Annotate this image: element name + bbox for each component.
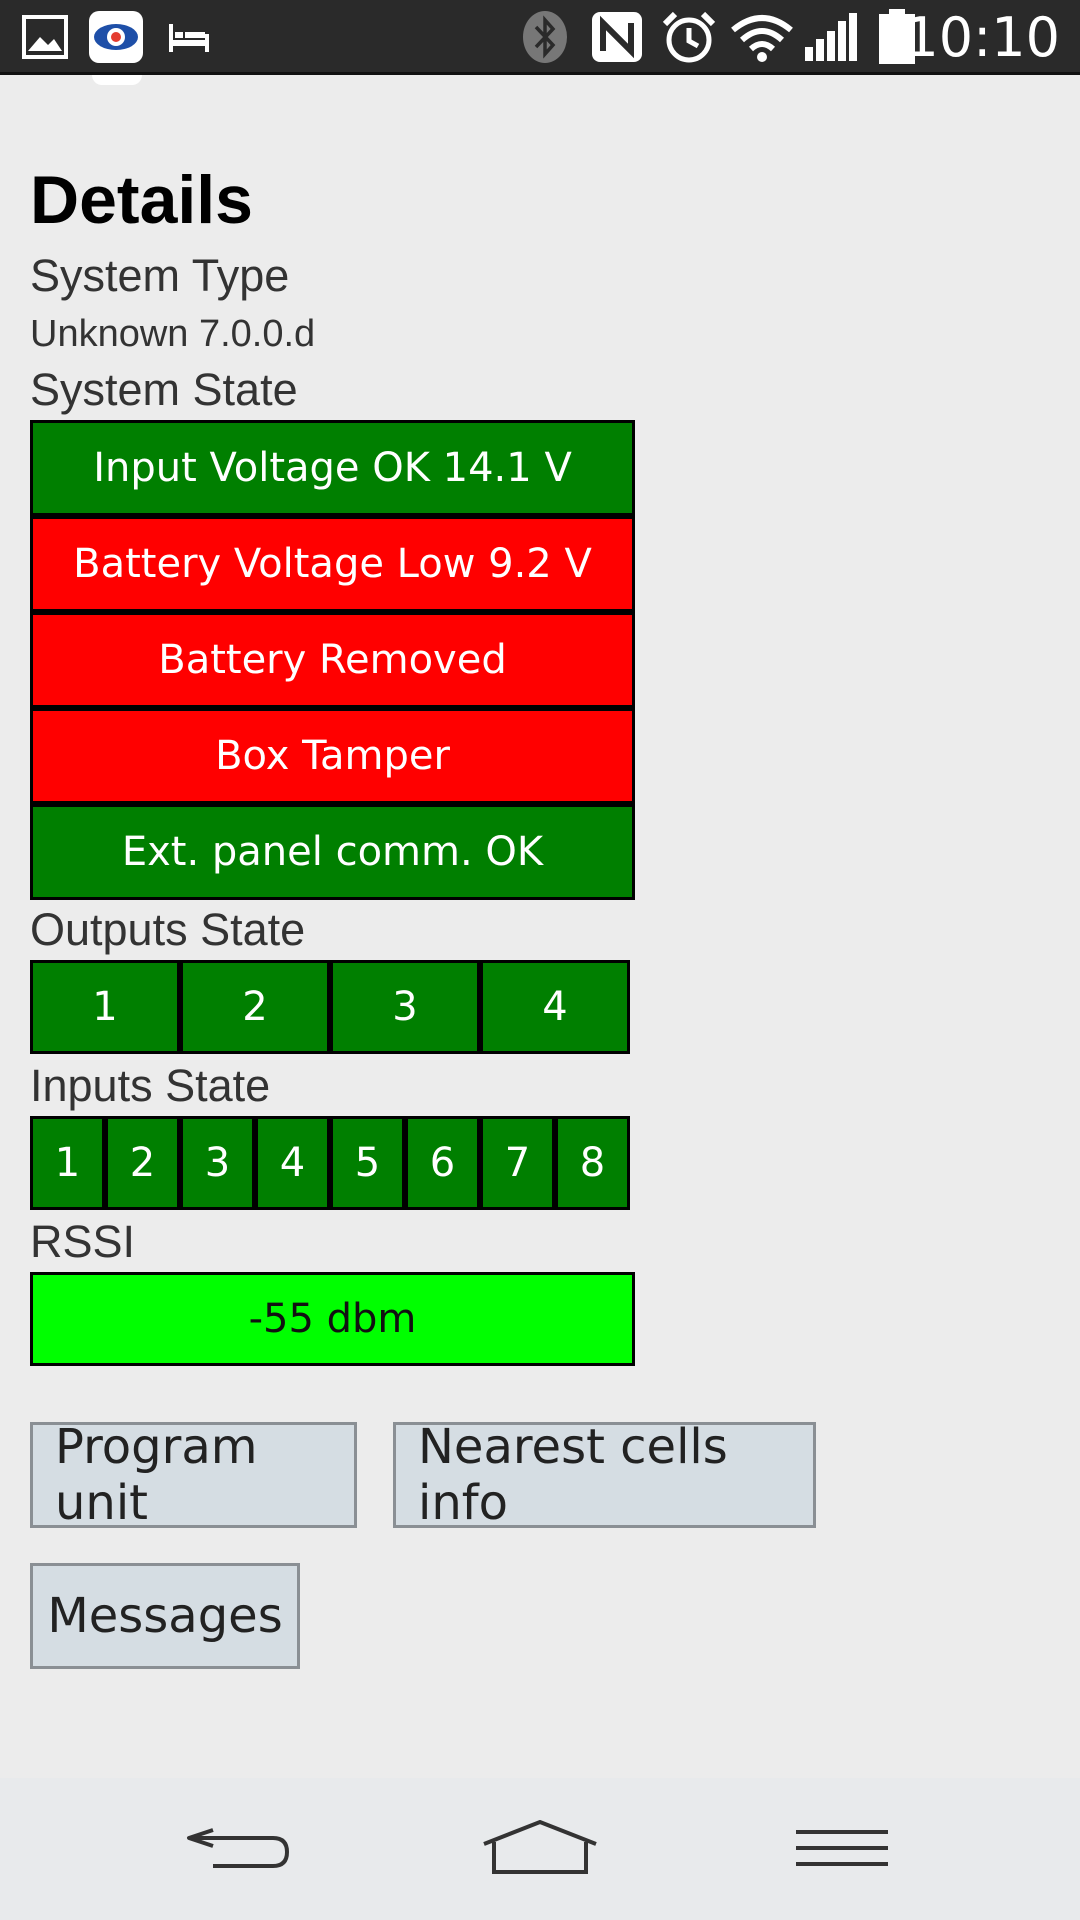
input-cell: 8 [555,1116,630,1210]
input-cell: 4 [255,1116,330,1210]
input-cell: 6 [405,1116,480,1210]
rssi-indicator: -55 dbm [30,1272,635,1366]
input-cell: 7 [480,1116,555,1210]
input-cell: 3 [180,1116,255,1210]
input-cell: 2 [105,1116,180,1210]
input-cell: 5 [330,1116,405,1210]
eye-app-icon [88,11,144,63]
system-state-row: Battery Voltage Low 9.2 V [30,516,635,612]
wifi-icon [730,12,794,62]
status-time: 10:10 [904,6,1060,69]
page-title: Details [30,162,253,238]
bed-icon [166,12,212,62]
nfc-icon [590,12,644,62]
system-type-label: System Type [30,250,290,301]
gallery-icon [20,12,70,62]
messages-button[interactable]: Messages [30,1563,300,1669]
outputs-state-label: Outputs State [30,904,306,955]
system-state-label: System State [30,364,298,415]
output-cell: 2 [180,960,330,1054]
status-bar-tab [92,75,142,85]
output-cell: 4 [480,960,630,1054]
system-state-row: Input Voltage OK 14.1 V [30,420,635,516]
system-state-row: Box Tamper [30,708,635,804]
rssi-label: RSSI [30,1216,136,1267]
inputs-state-label: Inputs State [30,1060,271,1111]
program-unit-button[interactable]: Program unit [30,1419,357,1531]
alarm-icon [660,11,718,63]
battery-icon [874,9,920,64]
navigation-bar [0,1778,1080,1920]
system-state-row: Ext. panel comm. OK [30,804,635,900]
output-cell: 3 [330,960,480,1054]
input-cell: 1 [30,1116,105,1210]
home-icon[interactable] [480,1808,600,1888]
menu-icon[interactable] [782,1808,902,1888]
back-icon[interactable] [178,1808,298,1888]
system-type-value: Unknown 7.0.0.d [30,313,316,355]
system-state-row: Battery Removed [30,612,635,708]
output-cell: 1 [30,960,180,1054]
bluetooth-icon [520,11,570,63]
nearest-cells-info-button[interactable]: Nearest cells info [393,1419,816,1531]
signal-icon [802,12,862,62]
status-bar: 10:10 [0,0,1080,75]
